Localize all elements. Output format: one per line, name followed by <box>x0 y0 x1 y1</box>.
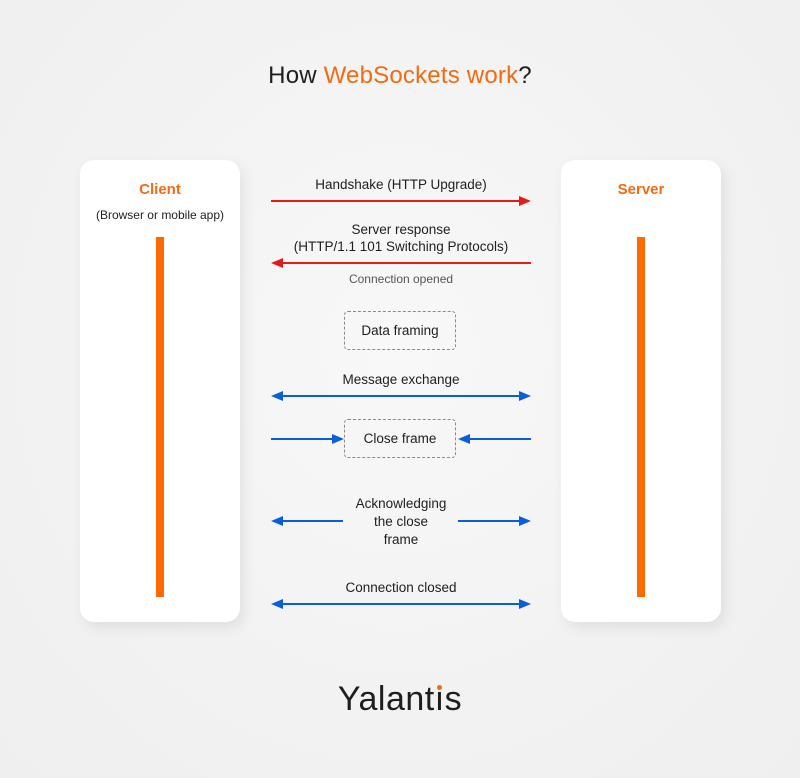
logo-i-dot <box>437 685 443 690</box>
close-frame-box: Close frame <box>344 419 456 458</box>
server-card: Server <box>561 160 721 622</box>
client-lifeline <box>156 237 164 597</box>
data-framing-label: Data framing <box>361 323 439 338</box>
acknowledge-label-line3: frame <box>383 532 419 547</box>
handshake-label: Handshake (HTTP Upgrade) <box>315 177 487 192</box>
title-suffix: ? <box>518 62 532 89</box>
page-title: How WebSockets work? <box>0 62 800 90</box>
title-prefix: How <box>268 62 324 89</box>
client-name: Client <box>139 181 181 198</box>
connection-closed-label: Connection closed <box>345 580 457 595</box>
close-frame-label: Close frame <box>363 431 437 446</box>
message-exchange-label: Message exchange <box>342 372 460 387</box>
logo-i-stem: ı <box>434 680 445 718</box>
acknowledge-arrows <box>271 516 531 526</box>
connection-closed-arrow <box>271 599 531 609</box>
acknowledge-label-line1: Acknowledging <box>355 496 447 511</box>
message-exchange-arrow <box>271 391 531 401</box>
client-card: Client (Browser or mobile app) <box>80 160 240 622</box>
logo-text-pre: Yalant <box>337 680 435 718</box>
server-response-label-line1: Server response <box>351 222 451 237</box>
logo-i: ı <box>435 680 445 719</box>
logo-text-post: s <box>444 680 463 718</box>
close-frame-arrows <box>271 434 531 444</box>
acknowledge-label-line2: the close <box>373 514 429 529</box>
connection-opened-note: Connection opened <box>348 272 454 286</box>
data-framing-box: Data framing <box>344 311 456 350</box>
server-name: Server <box>617 181 665 198</box>
title-accent: WebSockets work <box>323 62 519 89</box>
client-subtitle: (Browser or mobile app) <box>95 208 225 222</box>
handshake-arrow <box>271 196 531 206</box>
server-lifeline <box>637 237 645 597</box>
server-response-arrow <box>271 258 531 268</box>
server-response-label-line2: (HTTP/1.1 101 Switching Protocols) <box>293 239 509 254</box>
